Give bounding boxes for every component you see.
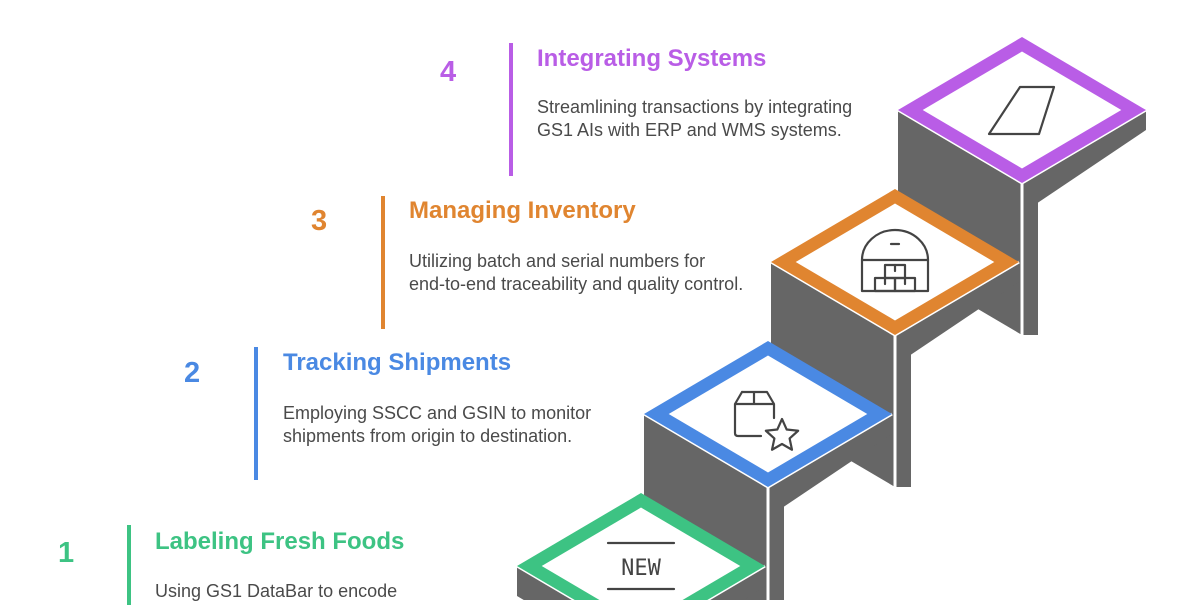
step-1-number: 1	[58, 537, 75, 569]
step-3-accent-bar	[381, 196, 385, 329]
step-2-title: Tracking Shipments	[283, 349, 512, 376]
step-3-description: Utilizing batch and serial numbers for e…	[409, 251, 744, 294]
step-4-number: 4	[440, 56, 457, 88]
step-3-number: 3	[311, 205, 328, 237]
parallelogram-icon	[987, 85, 1056, 136]
step-4-description: Streamlining transactions by integrating…	[537, 97, 853, 140]
step-4-title: Integrating Systems	[537, 45, 767, 72]
new-label-icon: NEW	[606, 541, 676, 591]
step-3-block	[770, 189, 1020, 487]
step-2-number: 2	[184, 357, 201, 389]
step-4-accent-bar	[509, 43, 513, 176]
step-2-accent-bar	[254, 347, 258, 480]
step-2-top-face	[668, 355, 868, 473]
step-2-description: Employing SSCC and GSIN to monitor shipm…	[283, 403, 592, 446]
new-label-text: NEW	[621, 556, 661, 581]
step-3-title: Managing Inventory	[409, 197, 636, 224]
warehouse-icon	[860, 228, 930, 293]
package-star-icon	[733, 390, 800, 451]
step-3-top-face	[795, 203, 995, 321]
step-4-top-face	[922, 51, 1122, 169]
step-1-description: Using GS1 DataBar to encode	[155, 581, 398, 601]
step-1-title: Labeling Fresh Foods	[155, 528, 405, 555]
step-1-accent-bar	[127, 525, 131, 605]
step-1-top-face	[541, 507, 741, 600]
step-1-block: NEW	[516, 493, 766, 600]
